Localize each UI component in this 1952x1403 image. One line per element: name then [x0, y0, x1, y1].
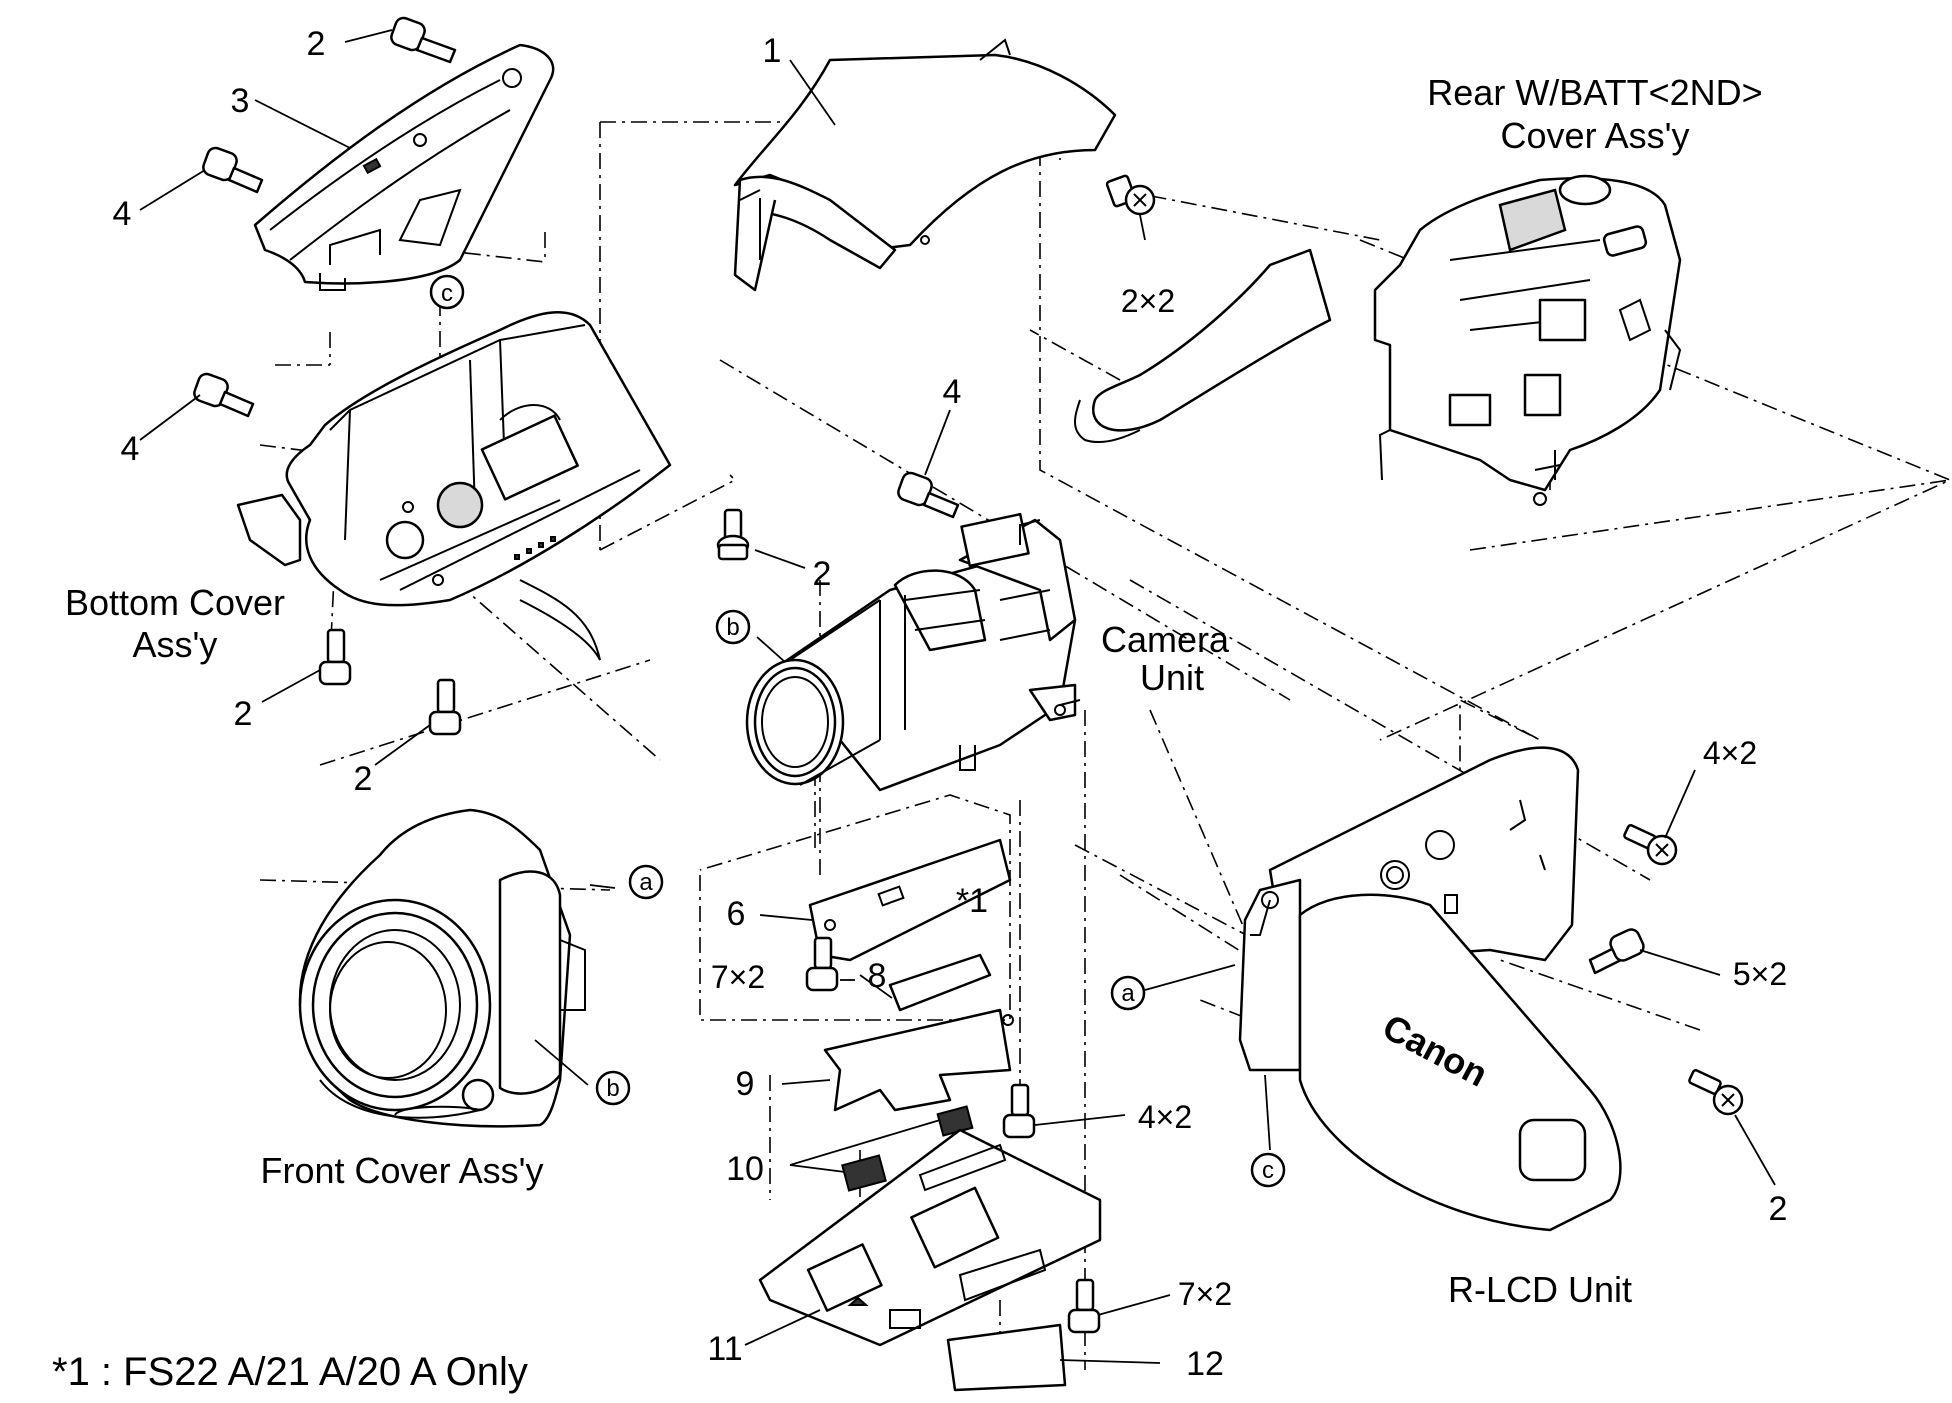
- screws: [193, 16, 1744, 1334]
- callout-star1: *1: [956, 882, 988, 920]
- callout-numbers: 2 3 4 4 1 2×2 4 2 2 2 4×2 6 *1 7×2 8 5×2…: [113, 25, 1788, 1383]
- callout-12: 12: [1186, 1345, 1224, 1383]
- label-bottom-cover-line1: Bottom Cover: [65, 582, 285, 623]
- callout-9: 9: [736, 1065, 755, 1103]
- label-rear-cover-line1: Rear W/BATT<2ND>: [1427, 72, 1762, 113]
- callout-3: 3: [231, 82, 250, 120]
- board-parts: [758, 838, 1102, 1392]
- screw-2x2-top: [1105, 174, 1156, 216]
- marker-b-camera: b: [726, 614, 739, 641]
- callout-4x2-center: 4×2: [1138, 1099, 1192, 1135]
- label-camera-unit-line2: Unit: [1140, 657, 1204, 698]
- label-rear-cover-line2: Cover Ass'y: [1501, 115, 1690, 156]
- front-cover-assembly: [298, 808, 586, 1128]
- screw-7x2-b: [1067, 1278, 1101, 1334]
- marker-b-front: b: [606, 1075, 619, 1102]
- screw-4x2-center: [1002, 1083, 1036, 1139]
- circle-markers: c b a b a c: [429, 274, 1286, 1188]
- screw-2-bottom-mid: [428, 678, 462, 736]
- label-bottom-cover-line2: Ass'y: [133, 624, 218, 665]
- marker-c-lcd: c: [1262, 1157, 1274, 1184]
- callout-4-center: 4: [943, 373, 962, 411]
- part-8-sheet: [888, 953, 992, 1012]
- marker-c-top: c: [441, 280, 453, 307]
- callout-2-bottom-left: 2: [234, 695, 253, 733]
- screw-4-center: [897, 471, 960, 519]
- rear-cover-assembly: [1074, 174, 1682, 506]
- screw-5x2: [1588, 928, 1645, 975]
- label-front-cover: Front Cover Ass'y: [261, 1150, 544, 1191]
- bottom-cover-assembly: [236, 311, 672, 661]
- callout-2x2-top: 2×2: [1121, 283, 1175, 319]
- callout-2-bottom-mid: 2: [354, 760, 373, 798]
- marker-a-lcd: a: [1121, 980, 1135, 1007]
- callout-2-top: 2: [307, 25, 326, 63]
- part-3-handle-cover: [253, 43, 555, 291]
- rlcd-unit: Canon: [1238, 746, 1622, 1232]
- callout-7x2-b: 7×2: [1178, 1276, 1232, 1312]
- callout-4x2-right: 4×2: [1703, 735, 1757, 771]
- screw-7x2-a: [805, 936, 839, 992]
- marker-a-front: a: [639, 869, 653, 896]
- screw-2-right: [1688, 1069, 1744, 1116]
- callout-1: 1: [763, 32, 782, 70]
- part-1-top-cover: [733, 38, 1117, 292]
- label-rlcd-unit: R-LCD Unit: [1448, 1269, 1632, 1310]
- callout-8: 8: [868, 957, 887, 995]
- callout-4-top: 4: [113, 195, 132, 233]
- screw-4-upper: [202, 146, 264, 194]
- callout-6: 6: [727, 895, 746, 933]
- part-10-pad-a: [841, 1154, 887, 1192]
- label-camera-unit-line1: Camera: [1101, 619, 1230, 660]
- callout-5x2: 5×2: [1733, 956, 1787, 992]
- part-12-sheet: [946, 1323, 1067, 1392]
- leader-lines: [139, 29, 1776, 1364]
- screw-2-bottom-left: [318, 628, 352, 686]
- screw-2-center: [716, 508, 750, 561]
- callout-7x2-a: 7×2: [711, 959, 765, 995]
- assembly-labels: Rear W/BATT<2ND> Cover Ass'y Bottom Cove…: [52, 72, 1763, 1394]
- screw-4x2-right: [1623, 824, 1678, 866]
- part-9-plate: [823, 1008, 1012, 1112]
- camera-unit: [745, 512, 1081, 792]
- screw-4-mid: [193, 372, 255, 418]
- callout-2-right: 2: [1769, 1190, 1788, 1228]
- callout-4-mid: 4: [121, 430, 140, 468]
- part-10-pad-b: [936, 1105, 974, 1137]
- callout-10: 10: [726, 1150, 764, 1188]
- footnote: *1 : FS22 A/21 A/20 A Only: [52, 1350, 528, 1394]
- callout-11: 11: [707, 1330, 742, 1368]
- screw-2-top: [390, 16, 457, 64]
- callout-2-center: 2: [813, 555, 832, 593]
